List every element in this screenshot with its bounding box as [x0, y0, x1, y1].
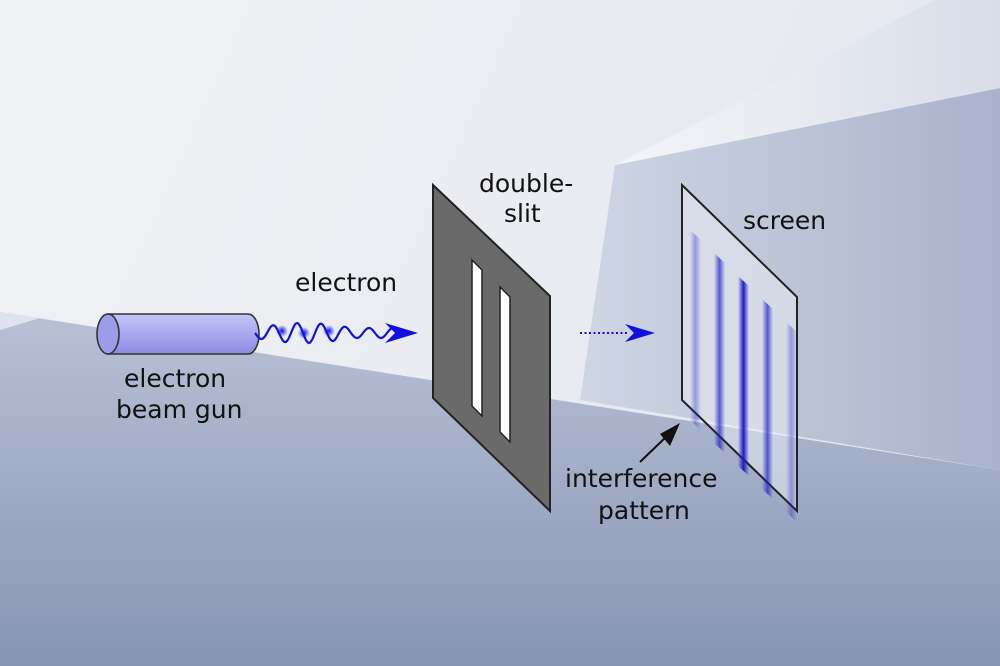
wave-dot [276, 325, 288, 337]
slit-right [499, 285, 511, 444]
fringe-band [738, 276, 749, 476]
pointer-line [639, 435, 668, 463]
pattern-label-line2: pattern [598, 496, 690, 525]
fringe-band [714, 253, 725, 453]
gun-muzzle [96, 313, 120, 355]
pointer-arrowhead [660, 423, 680, 446]
gun-body [107, 313, 260, 355]
interference-fringes [690, 230, 797, 522]
electron-beam-gun [96, 313, 260, 355]
floor [0, 312, 1000, 666]
wave-dot [298, 327, 310, 339]
floor-edge-highlight [0, 312, 40, 330]
fringe-band [786, 322, 797, 522]
pattern-label-line1: interference [565, 464, 718, 493]
slit-left [471, 258, 483, 418]
wave-dot [323, 325, 335, 337]
slit-plate [432, 182, 551, 514]
wave-arrowhead [385, 323, 418, 343]
slit-label-line2: slit [504, 199, 541, 228]
electron-wave [254, 321, 418, 345]
pattern-pointer [639, 423, 680, 463]
ceiling-right [615, 0, 1000, 165]
gun-label-line2: beam gun [116, 395, 242, 424]
double-slit-plate [432, 182, 551, 514]
fringe-band [762, 299, 773, 499]
screen-label: screen [743, 206, 826, 235]
dotted-beam-arrowhead [625, 324, 655, 342]
slit-label-line1: double- [479, 169, 573, 198]
electron-label: electron [295, 268, 397, 297]
fringe-band [690, 230, 701, 430]
gun-label-line1: electron [124, 364, 226, 393]
detection-screen [681, 182, 798, 522]
transmitted-beam [580, 324, 655, 342]
